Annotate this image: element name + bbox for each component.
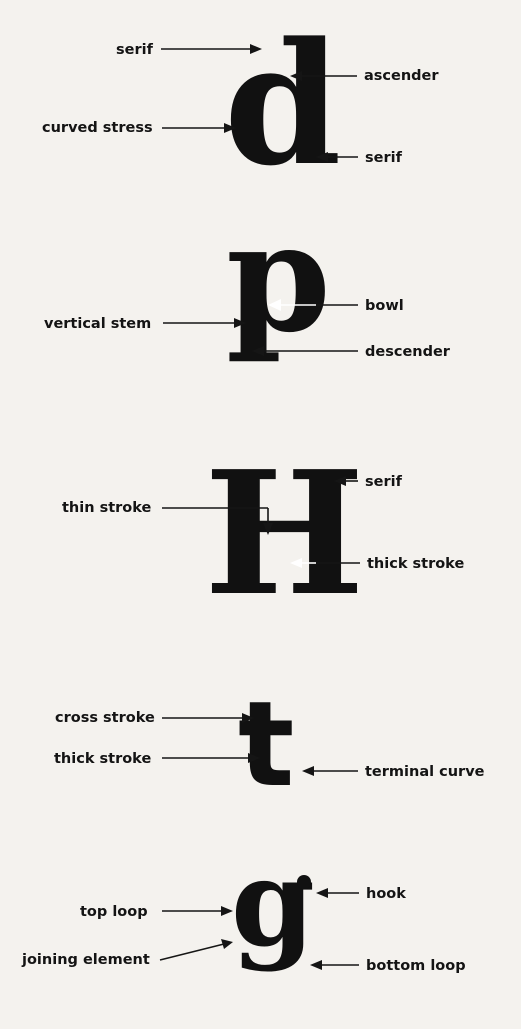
label-vertical-stem: vertical stem	[44, 316, 151, 332]
arrow-cross-stroke	[162, 713, 254, 723]
arrow-serif-top	[161, 44, 262, 54]
label-bowl: bowl	[365, 298, 404, 314]
glyph-p: p	[226, 190, 331, 366]
section-H: H serif thin stroke thick stroke	[62, 434, 464, 634]
section-p: p bowl vertical stem descender	[44, 190, 451, 366]
arrow-thin-stroke	[162, 507, 273, 535]
label-ascender: ascender	[364, 68, 439, 84]
label-thick-stroke-t: thick stroke	[54, 751, 151, 767]
arrow-vertical-stem	[163, 318, 246, 328]
glyph-H: H	[204, 434, 365, 634]
arrow-bottom-loop	[310, 960, 359, 970]
label-cross-stroke: cross stroke	[55, 710, 155, 726]
arrow-curved-stress	[162, 123, 236, 133]
label-top-loop: top loop	[80, 904, 148, 920]
arrow-terminal-curve	[302, 766, 358, 776]
label-bottom-loop: bottom loop	[366, 958, 466, 974]
section-g: g hook top loop joining element bottom l…	[21, 833, 466, 974]
label-curved-stress: curved stress	[42, 120, 153, 136]
section-t: t cross stroke thick stroke terminal cur…	[54, 675, 485, 813]
label-thick-stroke-H: thick stroke	[367, 556, 464, 572]
label-serif: serif	[365, 474, 403, 490]
label-hook: hook	[366, 886, 406, 902]
section-d: d serif ascender curved stress serif	[42, 5, 439, 203]
label-serif-bottom: serif	[365, 150, 403, 166]
label-terminal-curve: terminal curve	[365, 764, 485, 780]
label-joining-element: joining element	[21, 952, 150, 968]
arrow-ascender	[290, 71, 357, 81]
hook-ball	[297, 875, 311, 889]
arrow-serif-bottom	[316, 152, 358, 162]
arrow-descender	[252, 346, 358, 356]
arrow-bowl	[268, 299, 358, 311]
label-descender: descender	[365, 344, 451, 360]
arrow-joining-element	[159, 939, 233, 961]
label-thin-stroke: thin stroke	[62, 500, 152, 516]
label-serif-top: serif	[116, 42, 154, 58]
arrow-top-loop	[162, 906, 233, 916]
glyph-d: d	[224, 5, 341, 203]
arrow-hook	[316, 888, 359, 898]
arrow-thick-stroke-t	[162, 753, 260, 763]
glyph-g: g	[231, 833, 315, 974]
arrow-thick-stroke-H	[290, 558, 360, 568]
glyph-t: t	[238, 675, 294, 813]
arrow-serif	[334, 476, 358, 486]
